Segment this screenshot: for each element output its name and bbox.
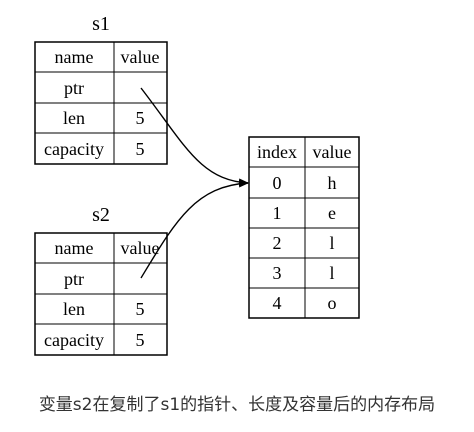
figure-caption: 变量s2在复制了s1的指针、长度及容量后的内存布局	[38, 395, 436, 415]
memory-layout-diagram: s1 name value ptr len 5 capacity 5 s2 na…	[34, 13, 360, 356]
s2-row-len-name: len	[63, 299, 85, 319]
heap-row-4-index: 4	[273, 293, 282, 313]
s2-row-ptr-name: ptr	[64, 269, 84, 289]
heap-row-0-index: 0	[273, 173, 282, 193]
s1-table: s1 name value ptr len 5 capacity 5	[34, 13, 168, 165]
s2-header-name: name	[55, 238, 94, 258]
s1-header-value: value	[121, 47, 160, 67]
s1-row-capacity-name: capacity	[44, 139, 104, 159]
s2-title: s2	[92, 204, 110, 226]
heap-row-1-value: e	[328, 203, 336, 223]
s1-row-ptr-name: ptr	[64, 78, 84, 98]
heap-header-value: value	[313, 142, 352, 162]
heap-row-4-value: o	[328, 293, 337, 313]
s2-row-len-value: 5	[136, 299, 145, 319]
s1-header-name: name	[55, 47, 94, 67]
s1-row-len-name: len	[63, 108, 85, 128]
heap-row-1-index: 1	[273, 203, 282, 223]
s2-row-capacity-value: 5	[136, 330, 145, 350]
s1-title: s1	[92, 13, 110, 35]
s1-row-capacity-value: 5	[136, 139, 145, 159]
heap-row-2-index: 2	[273, 233, 282, 253]
heap-row-3-index: 3	[273, 263, 282, 283]
s2-table: s2 name value ptr len 5 capacity 5	[34, 204, 168, 356]
s2-header-value: value	[121, 238, 160, 258]
s1-ptr-arrow	[140, 87, 249, 187]
s1-row-len-value: 5	[136, 108, 145, 128]
s2-ptr-arrow	[140, 179, 249, 279]
heap-row-2-value: l	[329, 233, 334, 253]
heap-row-0-value: h	[328, 173, 337, 193]
s2-row-capacity-name: capacity	[44, 330, 104, 350]
heap-row-3-value: l	[329, 263, 334, 283]
heap-table: index value 0 h 1 e 2 l 3 l 4 o	[248, 136, 360, 319]
heap-header-index: index	[257, 142, 297, 162]
